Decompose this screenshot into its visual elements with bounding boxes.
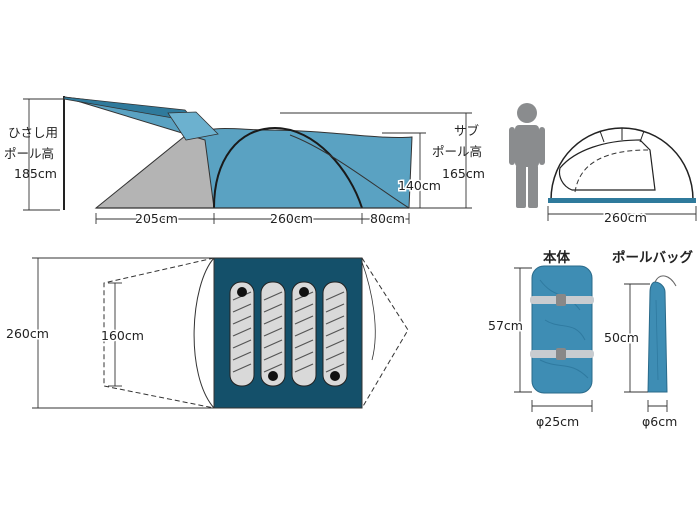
vestibule-curve: [193, 257, 215, 409]
rear-curve: [361, 261, 376, 361]
sleeping-bag-icon: [260, 281, 286, 387]
person-silhouette-icon: [509, 103, 545, 208]
front-vestibule-outline: [103, 257, 215, 409]
gray-side-panel: [94, 135, 215, 209]
main-height: 140cm: [398, 178, 441, 193]
front-view: 260cm: [547, 127, 697, 227]
sleeping-bag-icon: [291, 281, 317, 387]
floor-front-width: 160cm: [101, 328, 144, 343]
sub-pole-label-line1: サブ: [454, 123, 480, 138]
visor-pole-label-line1: ひさし用: [8, 125, 58, 140]
front-floor: [548, 198, 696, 203]
pole-bag-title: ポールバッグ: [612, 249, 693, 266]
pole-bag-diameter: φ6cm: [642, 414, 677, 429]
front-dome-clips: [599, 128, 645, 143]
sub-pole-height: 165cm: [442, 166, 485, 181]
sleeping-bag-icon: [322, 281, 348, 387]
stuff-bag-icon: [530, 265, 594, 394]
front-width: 260cm: [604, 210, 647, 225]
pole-bag-icon: [647, 275, 677, 393]
floor-plan: 260cm 160cm: [5, 257, 409, 409]
rear-slope-line: [289, 134, 410, 209]
sub-pole-label-line2: ポール高: [432, 144, 482, 159]
floor-total-width: 260cm: [6, 326, 49, 341]
pole-bag-length: 50cm: [604, 330, 639, 345]
length-main: 260cm: [270, 211, 313, 226]
sleeping-bags: [229, 281, 348, 387]
rear-vestibule-outline: [361, 257, 409, 409]
front-peak-panel: [167, 111, 219, 141]
main-dome-pole: [213, 126, 363, 209]
packed-sizes: 本体 ポールバッグ 57cm φ25cm 50cm: [487, 249, 694, 429]
visor-pole-label-line2: ポール高: [4, 146, 54, 161]
visor-pole-height: 185cm: [14, 166, 57, 181]
body-title: 本体: [543, 249, 571, 266]
front-door-dashed: [574, 149, 649, 193]
length-front: 205cm: [135, 211, 178, 226]
body-diameter: φ25cm: [536, 414, 579, 429]
body-length: 57cm: [488, 318, 523, 333]
side-view: ひさし用 ポール高 185cm サブ ポール高 165cm 140cm 205c…: [4, 96, 485, 228]
sleeping-bag-icon: [229, 281, 255, 387]
front-door-outline: [558, 139, 656, 191]
length-rear: 80cm: [370, 211, 405, 226]
